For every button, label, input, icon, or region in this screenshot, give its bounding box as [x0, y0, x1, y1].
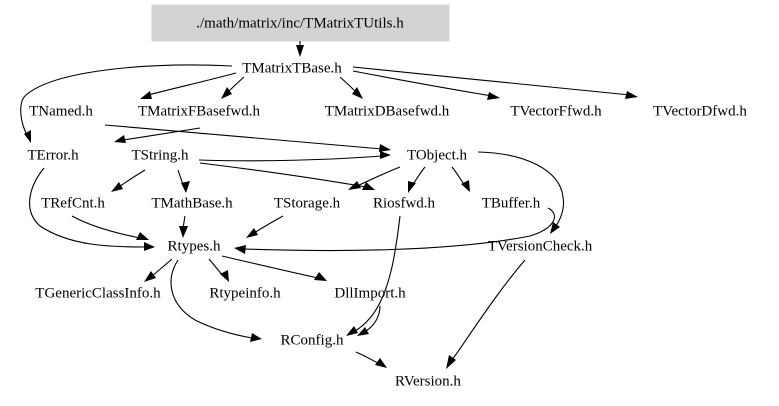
root-node-label: ./math/matrix/inc/TMatrixTUtils.h [196, 15, 404, 31]
edge-terror-to-rtypes [29, 167, 155, 251]
edge-tmatrixtbase-to-terror [20, 64, 233, 143]
edge-tstring-to-tobject [198, 151, 391, 162]
edge-tmatrixtbase-to-tvectorffwd [352, 70, 500, 100]
node-root[interactable]: ./math/matrix/inc/TMatrixTUtils.h [151, 4, 450, 42]
node-tbuffer[interactable]: TBuffer.h [482, 195, 541, 211]
node-tversioncheck[interactable]: TVersionCheck.h [488, 238, 593, 254]
edge-tnamed-to-tobject [104, 124, 391, 152]
edge-tmatrixtbase-to-tnamed [140, 72, 237, 99]
node-tmatrixfbasefwd[interactable]: TMatrixFBasefwd.h [138, 103, 261, 119]
edge-tobject-to-tversioncheck [477, 151, 565, 234]
node-rconfig[interactable]: RConfig.h [281, 332, 344, 348]
edge-tstring-to-tmathbase [177, 169, 190, 193]
edge-tmatrixtbase-to-tvectordfwd [352, 66, 638, 99]
node-rtypeinfo[interactable]: Rtypeinfo.h [209, 285, 281, 301]
edge-tmathbase-to-rtypes [179, 215, 188, 238]
node-tstring[interactable]: TString.h [131, 147, 189, 163]
node-rversion[interactable]: RVersion.h [395, 373, 461, 389]
edge-tnamed-to-tstring [114, 127, 201, 143]
edge-riosfwd-to-rconfig [346, 215, 401, 336]
node-tgenericclassinfo[interactable]: TGenericClassInfo.h [35, 285, 161, 301]
edge-rtypes-to-rtypeinfo [208, 258, 229, 282]
edge-tmatrixtbase-to-tmatrixfbasefwd [221, 76, 245, 99]
edge-tobject-to-tstorage [348, 166, 401, 190]
edge-tversioncheck-to-rversion [446, 259, 526, 369]
edge-rtypes-to-dllimport [221, 255, 327, 281]
edge-tstorage-to-rtypes [246, 215, 284, 238]
edge-root-to-tmatrixtbase [296, 41, 304, 57]
node-tmatrixdbasefwd[interactable]: TMatrixDBasefwd.h [325, 103, 450, 119]
node-tnamed[interactable]: TNamed.h [29, 103, 93, 119]
node-tstorage[interactable]: TStorage.h [274, 195, 341, 211]
edge-tbuffer-to-rtypes [234, 207, 555, 254]
edge-rtypes-to-tgenericclassinfo [144, 258, 173, 282]
node-trefcnt[interactable]: TRefCnt.h [41, 195, 105, 211]
node-tvectorffwd[interactable]: TVectorFfwd.h [510, 103, 602, 119]
edge-tstring-to-trefcnt [111, 169, 146, 192]
root-node-box [151, 4, 450, 42]
edge-tmatrixtbase-to-tmatrixdbasefwd [339, 76, 363, 99]
node-tobject[interactable]: TObject.h [407, 147, 468, 163]
edge-trefcnt-to-rtypes [71, 215, 149, 240]
edge-dllimport-to-rconfig [357, 305, 381, 336]
edge-tobject-to-riosfwd [408, 166, 426, 193]
node-riosfwd[interactable]: Riosfwd.h [373, 195, 436, 211]
node-tmatrixtbase[interactable]: TMatrixTBase.h [242, 60, 342, 76]
edge-rtypes-to-rconfig [170, 259, 262, 342]
node-rtypes[interactable]: Rtypes.h [168, 238, 221, 254]
edge-tstring-to-riosfwd [199, 162, 375, 190]
node-dllimport[interactable]: DllImport.h [334, 285, 406, 301]
node-tvectordfwd[interactable]: TVectorDfwd.h [653, 103, 747, 119]
edge-rconfig-to-rversion [355, 351, 387, 368]
node-terror[interactable]: TError.h [27, 147, 79, 163]
edge-tobject-to-tbuffer [451, 166, 470, 192]
node-tmathbase[interactable]: TMathBase.h [151, 195, 233, 211]
